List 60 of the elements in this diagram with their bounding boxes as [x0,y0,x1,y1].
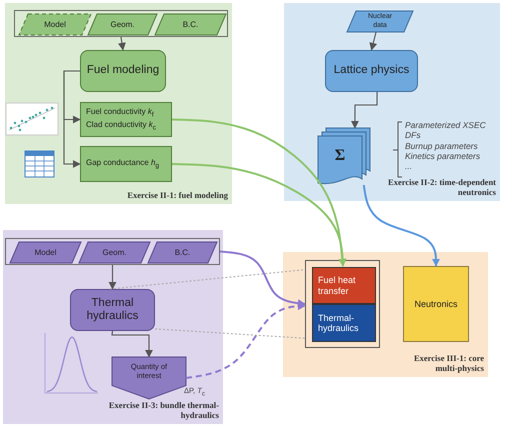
node-label: Model [44,20,66,30]
sigma-symbol: Σ [334,147,346,166]
node-label: Geom. [102,248,126,258]
arrow [369,32,378,51]
node-label: B.C. [174,248,190,258]
input-parallelogram [88,14,157,35]
process-box [325,50,418,92]
parameter-item: Burnup parameters [405,140,479,152]
exercise-panel [284,3,500,201]
node-label: Geom. [110,20,134,30]
data-box [312,304,376,342]
document-stack [318,128,370,185]
exercise-panel [5,3,232,204]
input-group-box [14,10,228,37]
input-parallelogram [155,14,226,35]
arrow [186,302,306,379]
input-group-box [5,238,220,265]
node-label: Thermal hydraulics [86,296,140,324]
panel-title: Exercise II-2: time-dependent neutronics [387,176,496,197]
arrow [350,92,378,129]
input-group-box [305,260,380,348]
parameter-item: Parameterized XSEC [405,120,486,130]
data-box [80,102,172,137]
process-box [80,50,166,92]
arrow [111,330,153,358]
parameter-item: Kinetics parameters [405,151,482,162]
panel-title: Exercise II-1: fuel modeling [126,190,228,200]
process-box [70,289,155,331]
data-box [80,146,172,182]
arrow [220,250,306,308]
input-parallelogram [19,14,91,35]
input-parallelogram [10,242,81,263]
parameter-item: DFs [405,130,422,141]
input-parallelogram [347,11,413,32]
arrow [362,184,440,267]
data-box [312,267,376,304]
exercise-panel [3,230,223,424]
exercise-panel [283,252,488,377]
node-label: Gap conductance h$_{g}$ [86,158,160,170]
node-label: B.C. [182,20,198,30]
connector-line [154,328,306,339]
connector-line [109,269,306,290]
node-label: Fuel modeling [86,64,160,78]
data-box [403,266,469,342]
node-label: Thermal-hydraulics [318,312,360,334]
output-pentagon [112,357,186,399]
node-label: Model [34,248,56,258]
arrow [118,36,126,51]
panel-title: Exercise III-1: core multi-physics [412,352,484,373]
input-parallelogram [79,242,150,263]
panel-title: Exercise II-3: bundle thermal-hydraulics [108,400,219,420]
node-label: Fuel heat transfer [318,275,357,296]
node-label: Lattice physics [334,64,410,78]
arrow [108,265,116,290]
arrow [63,70,81,168]
arrow [172,163,347,267]
parameter-item: ... [405,161,414,172]
node-label: Fuel conductivity k$_{f}$ Clad conductivity k$_{c}$ [86,107,158,132]
node-label: Neutronics [414,298,458,310]
input-parallelogram [148,242,217,263]
